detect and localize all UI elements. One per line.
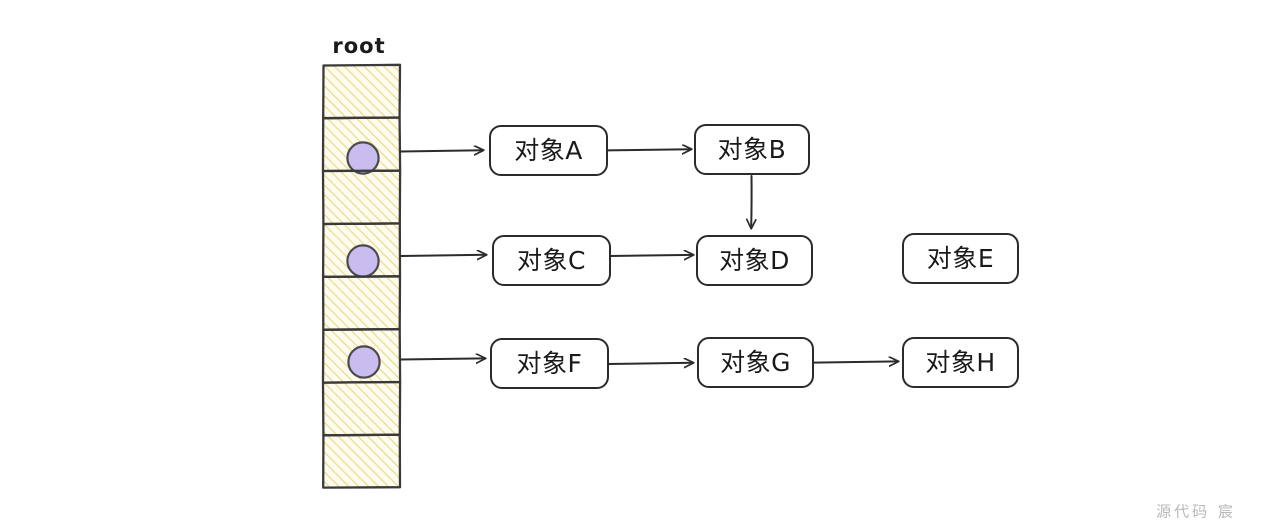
edge-root-to-C bbox=[400, 255, 486, 256]
node-object-e-label: 对象E bbox=[927, 244, 994, 273]
node-object-e-box bbox=[902, 233, 1019, 284]
root-cell-7[interactable] bbox=[322, 433, 402, 489]
node-object-h-label: 对象H bbox=[925, 348, 995, 377]
node-object-e[interactable]: 对象E bbox=[902, 233, 1019, 284]
watermark: 源代码 宸 bbox=[1156, 503, 1236, 521]
node-object-a[interactable]: 对象A bbox=[489, 125, 608, 176]
edge-C-to-D bbox=[609, 255, 693, 256]
node-object-f[interactable]: 对象F bbox=[490, 338, 609, 389]
node-object-c-box bbox=[492, 235, 611, 286]
node-object-d-label: 对象D bbox=[719, 246, 790, 275]
node-object-h[interactable]: 对象H bbox=[902, 337, 1019, 388]
node-object-b-label: 对象B bbox=[718, 135, 787, 164]
reference-dot-icon bbox=[346, 141, 380, 175]
edge-G-to-H bbox=[812, 361, 898, 362]
edge-A-to-B bbox=[606, 149, 691, 150]
root-cell-7-border bbox=[322, 433, 402, 489]
node-object-g-box bbox=[697, 337, 814, 388]
node-object-h-box bbox=[902, 337, 1019, 388]
node-object-c-label: 对象C bbox=[517, 246, 586, 275]
node-object-d-box bbox=[696, 235, 813, 286]
node-object-d[interactable]: 对象D bbox=[696, 235, 813, 286]
root-label: root bbox=[332, 34, 385, 58]
node-object-g[interactable]: 对象G bbox=[697, 337, 814, 388]
node-object-g-label: 对象G bbox=[720, 348, 791, 377]
edges-layer bbox=[400, 149, 898, 364]
node-object-a-label: 对象A bbox=[514, 136, 583, 165]
edge-F-to-G bbox=[607, 363, 693, 364]
node-object-b[interactable]: 对象B bbox=[694, 124, 810, 175]
edge-root-to-F bbox=[400, 358, 485, 359]
node-object-c[interactable]: 对象C bbox=[492, 235, 611, 286]
node-object-f-box bbox=[490, 338, 609, 389]
node-object-f-label: 对象F bbox=[517, 349, 583, 378]
node-object-a-box bbox=[489, 125, 608, 176]
edge-root-to-A bbox=[400, 150, 483, 151]
reference-dot-icon bbox=[347, 345, 381, 379]
reference-dot-icon bbox=[346, 244, 380, 278]
node-object-b-box bbox=[694, 124, 810, 175]
root-column bbox=[321, 63, 402, 489]
